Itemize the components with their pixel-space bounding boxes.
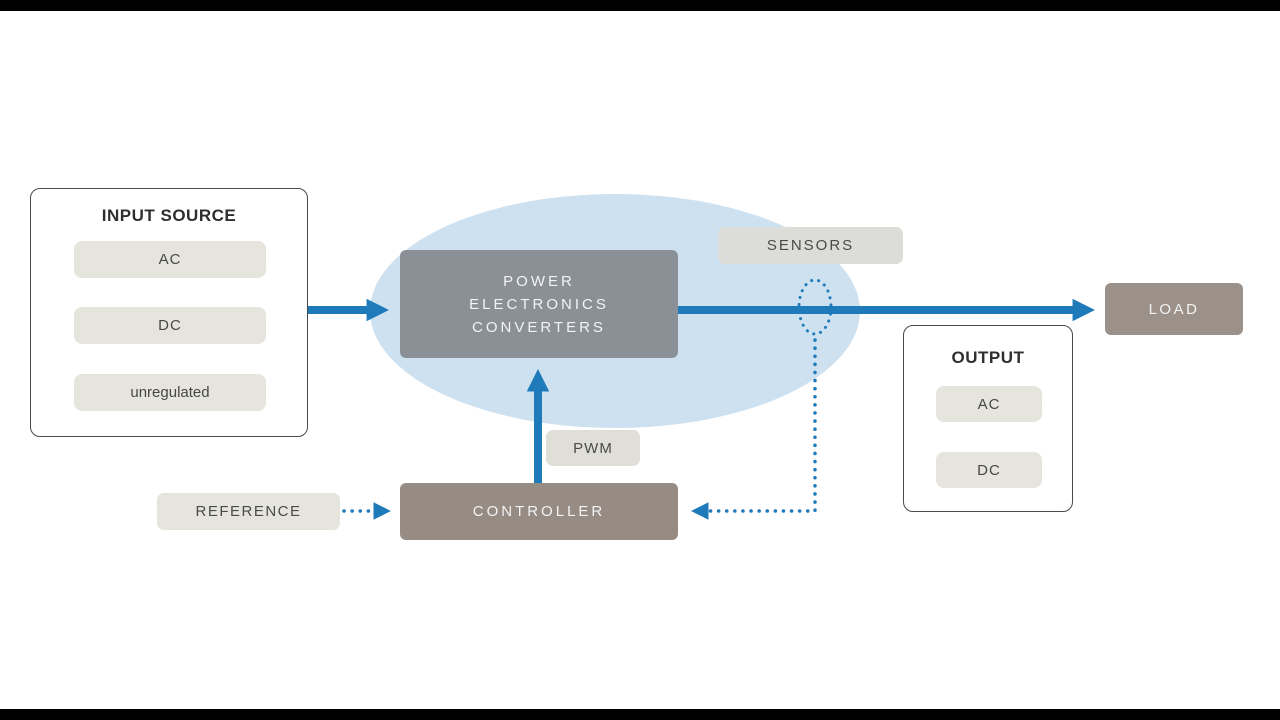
letterbox-bottom [0,709,1280,720]
letterbox-top [0,0,1280,11]
input-source-title: INPUT SOURCE [101,206,237,225]
input-item-dc: DC [74,307,266,344]
converter-label-line3: CONVERTERS [472,318,606,336]
pwm-label: PWM [546,430,640,466]
converter-label-line2: ELECTRONICS [469,295,609,313]
converter-label-line1: POWER [503,272,575,290]
sensors-label: SENSORS [718,227,903,264]
input-source-panel: INPUT SOURCE AC DC unregulated [30,188,308,437]
sensor-feedback-arrow [691,338,817,520]
controller-block: CONTROLLER [400,483,678,540]
input-item-unregulated: unregulated [74,374,266,411]
output-panel: OUTPUT AC DC [903,325,1073,512]
power-electronics-converters-block: POWER ELECTRONICS CONVERTERS [400,250,678,358]
load-block: LOAD [1105,283,1243,335]
output-title: OUTPUT [951,348,1025,367]
output-item-ac: AC [936,386,1042,422]
output-item-dc: DC [936,452,1042,488]
sensor-tap-ellipse [797,278,833,336]
reference-label: REFERENCE [157,493,340,530]
input-item-ac: AC [74,241,266,278]
